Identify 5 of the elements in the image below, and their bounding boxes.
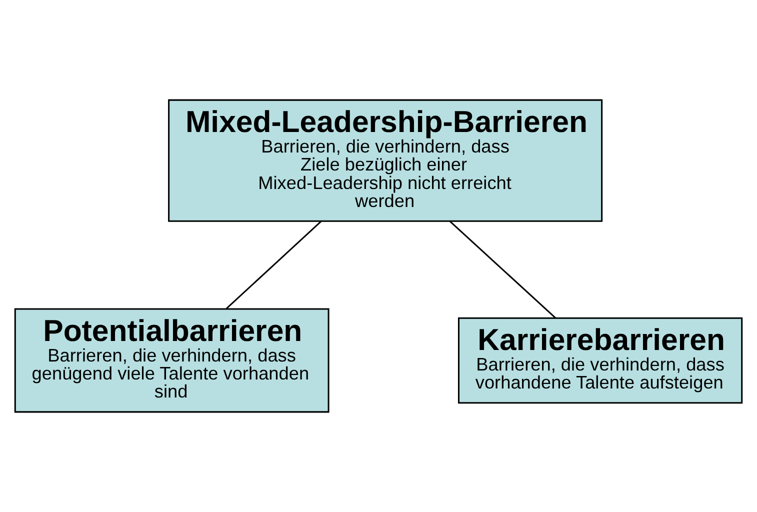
node-box: Karrierebarrieren Barrieren, die verhindern, dass vorhandene Talente aufsteigen [458, 317, 743, 404]
connector [226, 220, 322, 310]
connector [449, 220, 556, 319]
node-box: Potentialbarrieren Barrieren, die verhindern, dass genügend viele Talente vorhanden sind [14, 308, 330, 413]
node-box: Mixed-Leadership-Barrieren Barrieren, die verhindern, dass Ziele bezüglich einer Mixed-Leadership nicht erreicht werden [168, 99, 603, 222]
